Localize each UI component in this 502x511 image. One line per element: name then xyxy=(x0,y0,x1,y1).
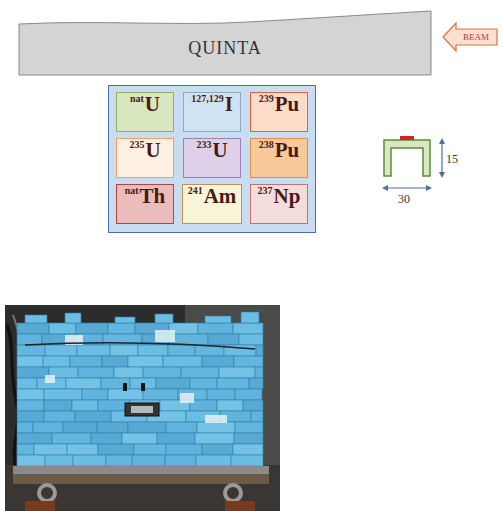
element-symbol: U xyxy=(145,139,160,161)
mass-number: 241 xyxy=(188,186,203,196)
element-symbol: Pu xyxy=(275,139,300,161)
sample-box: 127,129I xyxy=(183,92,241,132)
element-symbol: Np xyxy=(274,185,301,207)
beam-arrow: BEAM xyxy=(442,22,498,52)
dimension-label: 30 xyxy=(398,192,410,207)
mass-number: 237 xyxy=(258,186,273,196)
element-symbol: U xyxy=(212,139,227,161)
dimension-label: 15 xyxy=(446,152,458,167)
sample-box: 235U xyxy=(116,138,174,178)
mass-number: 127,129 xyxy=(191,94,224,104)
sample-box: 233U xyxy=(183,138,241,178)
setup-photo xyxy=(5,305,280,511)
mass-number: nat xyxy=(130,94,144,104)
slab-label: QUINTA xyxy=(188,38,262,59)
sample-box: natU xyxy=(116,92,174,132)
sample-box: 238Pu xyxy=(250,138,308,178)
beam-label: BEAM xyxy=(463,32,489,42)
element-symbol: U xyxy=(145,93,160,115)
element-symbol: I xyxy=(225,93,233,115)
sample-box: 241Am xyxy=(182,184,242,224)
mass-number: 238 xyxy=(259,140,274,150)
mass-number: 233 xyxy=(196,140,211,150)
sample-box: 239Pu xyxy=(250,92,308,132)
target-holder-icon xyxy=(370,128,470,223)
element-symbol: Th xyxy=(140,185,166,207)
element-symbol: Pu xyxy=(275,93,300,115)
quinta-target-slab: QUINTA xyxy=(18,10,432,76)
sample-box: natTh xyxy=(116,184,174,224)
element-symbol: Am xyxy=(204,185,237,207)
mass-number: nat xyxy=(125,186,139,196)
sample-box: 237Np xyxy=(250,184,308,224)
mass-number: 239 xyxy=(259,94,274,104)
mass-number: 235 xyxy=(129,140,144,150)
